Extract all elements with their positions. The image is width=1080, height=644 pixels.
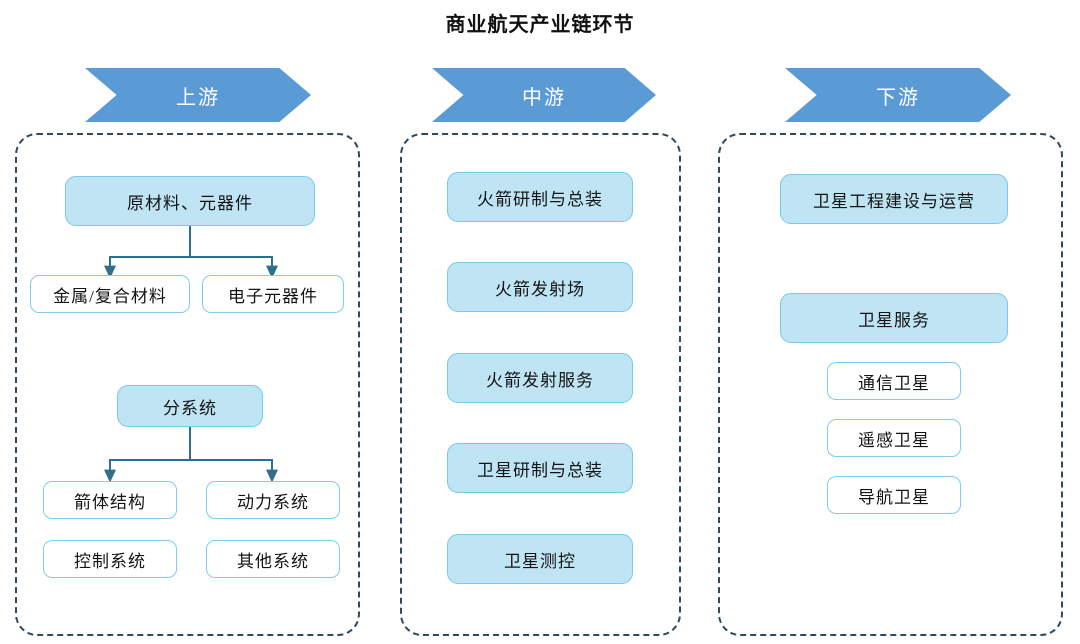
node-subsystems[interactable]: 分系统 xyxy=(117,385,263,427)
node-raw-materials[interactable]: 原材料、元器件 xyxy=(65,176,315,226)
stage-header-midstream[interactable]: 中游 xyxy=(432,68,656,122)
node-midstream-1[interactable]: 火箭发射场 xyxy=(447,262,633,312)
node-midstream-2[interactable]: 火箭发射服务 xyxy=(447,353,633,403)
node-satellite-services[interactable]: 卫星服务 xyxy=(780,293,1008,343)
node-navigation-satellite[interactable]: 导航卫星 xyxy=(827,476,961,514)
node-satellite-engineering[interactable]: 卫星工程建设与运营 xyxy=(780,174,1008,224)
node-metal-composite[interactable]: 金属/复合材料 xyxy=(30,275,190,313)
node-control-system[interactable]: 控制系统 xyxy=(43,540,177,578)
node-midstream-3[interactable]: 卫星研制与总装 xyxy=(447,443,633,493)
node-remote-sensing-satellite[interactable]: 遥感卫星 xyxy=(827,419,961,457)
node-electronic-components[interactable]: 电子元器件 xyxy=(202,275,344,313)
node-propulsion[interactable]: 动力系统 xyxy=(206,481,340,519)
stage-header-upstream-label: 上游 xyxy=(176,86,220,109)
node-rocket-body[interactable]: 箭体结构 xyxy=(43,481,177,519)
node-midstream-4[interactable]: 卫星测控 xyxy=(447,534,633,584)
node-other-system[interactable]: 其他系统 xyxy=(206,540,340,578)
stage-header-downstream[interactable]: 下游 xyxy=(785,68,1011,122)
stage-header-upstream[interactable]: 上游 xyxy=(85,68,311,122)
node-midstream-0[interactable]: 火箭研制与总装 xyxy=(447,172,633,222)
page-title: 商业航天产业链环节 xyxy=(445,14,635,36)
node-comm-satellite[interactable]: 通信卫星 xyxy=(827,362,961,400)
stage-header-midstream-label: 中游 xyxy=(522,86,566,109)
stage-header-downstream-label: 下游 xyxy=(876,86,920,109)
